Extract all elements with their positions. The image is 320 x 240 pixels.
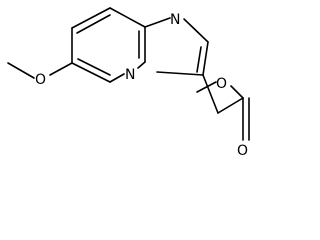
bond-ring6-b [109,7,146,28]
bond-c-omethoxy [49,62,73,76]
bond-ring5-c [202,41,209,76]
bond-ring6-f [71,62,111,83]
molecule-structure-diagram: O N N O O [7,7,250,159]
bond-ring5-d [156,71,204,76]
bond-ring5-c-double [196,46,202,73]
bond-ring6-a [71,7,111,29]
bond-ring6-a-double [76,14,111,34]
bonds [7,7,250,141]
bridgehead-nitrogen-label: N [125,67,135,83]
bond-ring6-e [109,73,125,83]
carbonyl-oxygen-label: O [237,143,248,159]
bond-oether-methyl [196,81,217,93]
bond-carbonyl-oether [230,85,244,99]
bond-o-methyl [7,62,35,79]
methoxy-oxygen-label: O [35,72,46,88]
ester-oxygen-label: O [216,76,227,92]
bond-ring-ch2 [202,74,219,114]
ring-nitrogen-label: N [170,12,180,28]
bond-ring6-f-double [77,58,111,76]
bond-ch2-carbonyl [217,97,244,114]
bond-ring5-a [144,17,171,28]
bond-ring5-b [183,18,209,43]
bond-ring6-d [137,61,146,69]
